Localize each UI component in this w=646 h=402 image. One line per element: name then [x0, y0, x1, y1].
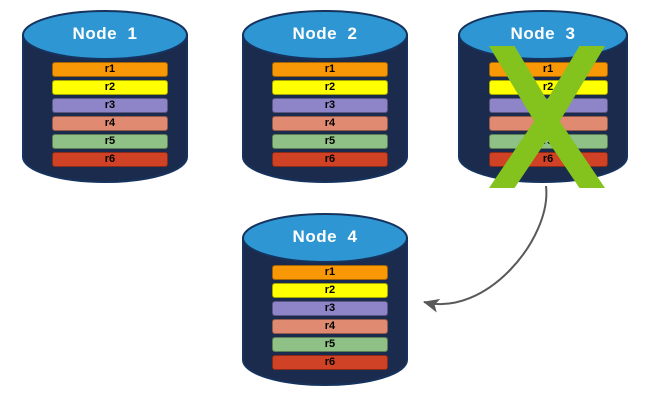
row-bar-r6[interactable]: r6: [488, 152, 608, 167]
node-rows: r1 r2 r3 r4 r5 r6: [242, 265, 408, 370]
node-rows: r1 r2 r3 r4 r5 r6: [242, 62, 408, 167]
row-bar-r4[interactable]: r4: [271, 116, 389, 131]
row-bar-r1[interactable]: r1: [271, 265, 389, 280]
cylinder-top-ellipse: [242, 213, 408, 263]
row-bar-r3[interactable]: r3: [51, 98, 169, 113]
cylinder-top-ellipse: [22, 10, 188, 60]
row-bar-r5[interactable]: r5: [51, 134, 169, 149]
row-bar-r3[interactable]: r3: [488, 98, 608, 113]
row-bar-r6[interactable]: r6: [271, 355, 389, 370]
row-bar-r2[interactable]: r2: [51, 80, 169, 95]
row-bar-r4[interactable]: r4: [271, 319, 389, 334]
row-bar-r2[interactable]: r2: [271, 283, 389, 298]
row-bar-r4[interactable]: r4: [51, 116, 169, 131]
row-bar-r5[interactable]: r5: [488, 134, 608, 149]
row-bar-r4[interactable]: r4: [488, 116, 608, 131]
row-bar-r1[interactable]: r1: [488, 62, 608, 77]
row-bar-r6[interactable]: r6: [271, 152, 389, 167]
row-bar-r2[interactable]: r2: [488, 80, 608, 95]
row-bar-r6[interactable]: r6: [51, 152, 169, 167]
row-bar-r3[interactable]: r3: [271, 301, 389, 316]
row-bar-r5[interactable]: r5: [271, 134, 389, 149]
row-bar-r3[interactable]: r3: [271, 98, 389, 113]
row-bar-r1[interactable]: r1: [271, 62, 389, 77]
row-bar-r2[interactable]: r2: [271, 80, 389, 95]
row-bar-r1[interactable]: r1: [51, 62, 169, 77]
node-rows: r1 r2 r3 r4 r5 r6: [458, 62, 628, 167]
cylinder-top-ellipse: [242, 10, 408, 60]
cylinder-top-ellipse: [458, 10, 628, 60]
row-bar-r5[interactable]: r5: [271, 337, 389, 352]
node-rows: r1 r2 r3 r4 r5 r6: [22, 62, 188, 167]
